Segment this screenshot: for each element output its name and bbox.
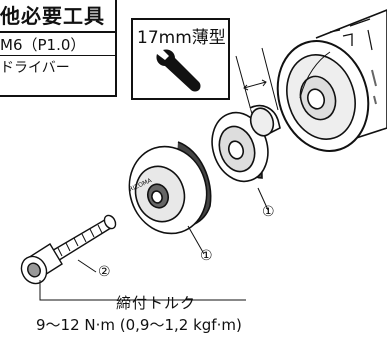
wrench-label: 17mm薄型	[137, 28, 226, 48]
torque-label: 締付トルク	[116, 294, 197, 312]
spacer-part-lower: RIZOMA	[128, 141, 212, 235]
required-tools-row-driver: ドライバー	[0, 55, 115, 79]
spacer-part-upper	[211, 104, 281, 183]
wrench-icon	[156, 49, 201, 92]
callout-part-1-lower: ①	[200, 248, 213, 264]
wrench-tool-box: 17mm薄型	[131, 18, 230, 100]
callout-part-1-upper: ①	[262, 204, 275, 220]
handlebar-end	[276, 9, 387, 152]
required-tools-table: 他必要工具 M6（P1.0） ドライバー	[0, 0, 117, 97]
required-tools-title: 他必要工具	[0, 4, 105, 28]
leader-lines	[39, 187, 269, 301]
callout-part-2: ②	[98, 264, 111, 280]
torque-value: 9～12 N·m (0,9～1,2 kgf·m)	[36, 316, 242, 334]
dimension-lines	[235, 47, 279, 115]
m6-bolt	[20, 214, 117, 285]
required-tools-row-m6: M6（P1.0）	[0, 31, 115, 55]
